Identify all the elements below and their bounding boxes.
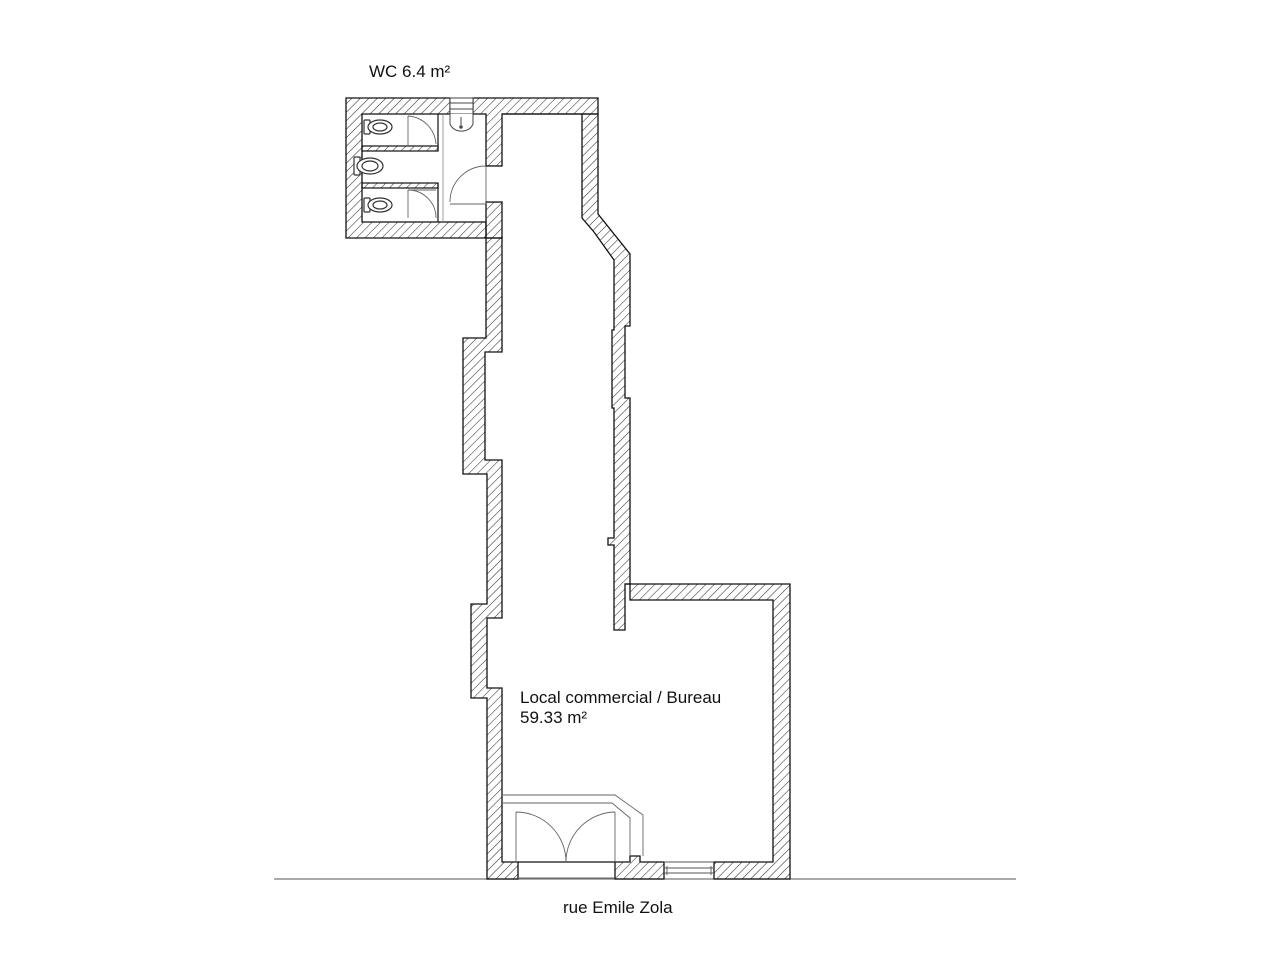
main-room-area: 59.33 m² bbox=[520, 708, 588, 728]
shop-window bbox=[664, 861, 714, 875]
toilet-icon-1 bbox=[363, 119, 393, 135]
main-room-name: Local commercial / Bureau bbox=[520, 688, 722, 707]
toilet-fixtures bbox=[353, 119, 393, 213]
toilet-icon-3 bbox=[363, 197, 393, 213]
main-room-label: Local commercial / Bureau 59.33 m² bbox=[520, 688, 721, 729]
toilet-icon-2 bbox=[353, 156, 384, 176]
main-walls bbox=[462, 113, 791, 880]
street-name-label: rue Emile Zola bbox=[563, 898, 673, 917]
wc-area-label: WC 6.4 m² bbox=[369, 62, 451, 81]
wc-doors bbox=[407, 115, 487, 219]
entrance-doors bbox=[502, 794, 644, 879]
wc-partitions bbox=[361, 114, 444, 222]
sink-fixture bbox=[449, 97, 474, 132]
wc-corridor-opening bbox=[486, 166, 502, 202]
